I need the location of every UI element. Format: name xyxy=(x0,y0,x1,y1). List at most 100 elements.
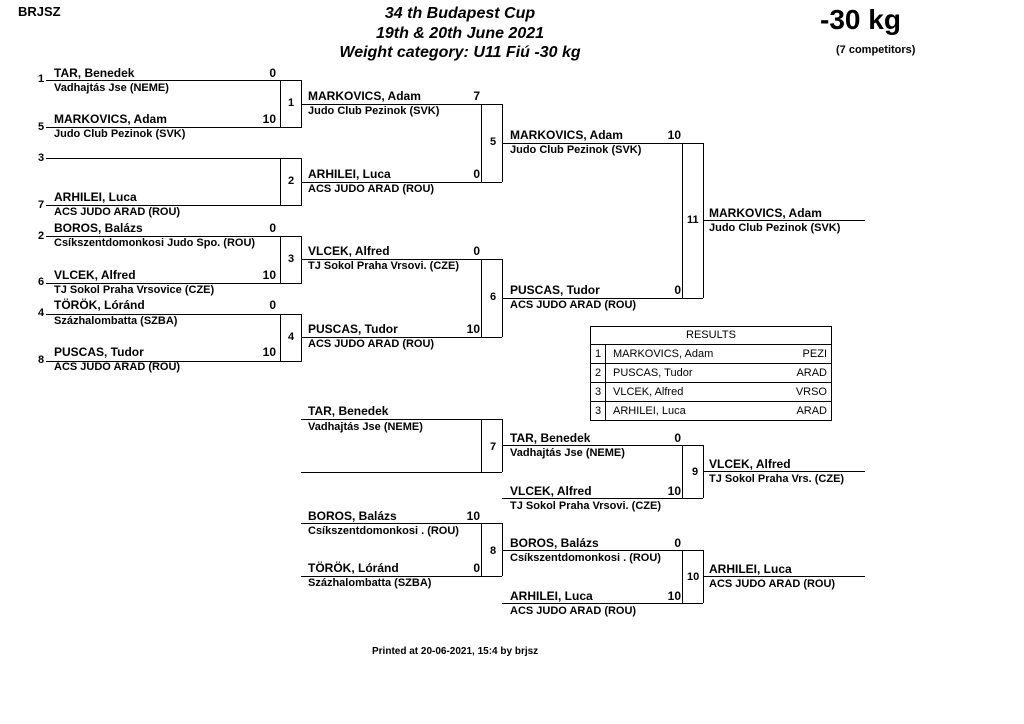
repechage-r2-club: Vadhajtás Jse (NEME) xyxy=(510,447,625,459)
result-club: VRSO xyxy=(795,386,827,398)
results-row: 3 ARHILEI, Luca ARAD xyxy=(591,402,831,420)
draw-seed: 4 xyxy=(38,307,45,319)
repechage-score: 10 xyxy=(466,509,480,523)
repechage-r2-score: 10 xyxy=(667,589,681,603)
draw-name: TAR, Benedek xyxy=(54,66,135,80)
repechage-name: TAR, Benedek xyxy=(308,404,389,418)
round2-club: TJ Sokol Praha Vrsovi. (CZE) xyxy=(308,260,459,272)
round3-name: PUSCAS, Tudor xyxy=(510,283,600,297)
result-name: VLCEK, Alfred xyxy=(613,386,684,398)
round2-score: 7 xyxy=(473,89,480,103)
match-number: 3 xyxy=(288,253,295,265)
results-row: 3 VLCEK, Alfred VRSO xyxy=(591,383,831,402)
draw-score: 10 xyxy=(262,345,276,359)
results-title: RESULTS xyxy=(591,327,831,345)
bracket-line xyxy=(481,104,482,182)
repechage-name: BOROS, Balázs xyxy=(308,509,397,523)
draw-name: PUSCAS, Tudor xyxy=(54,345,144,359)
draw-club: ACS JUDO ARAD (ROU) xyxy=(54,206,181,218)
match-number: 4 xyxy=(288,331,295,343)
bracket-line xyxy=(46,236,302,237)
bracket-line xyxy=(46,205,302,206)
draw-name: MARKOVICS, Adam xyxy=(54,112,167,126)
bracket-line xyxy=(280,80,281,127)
repechage-r2-score: 0 xyxy=(674,431,681,445)
draw-score: 0 xyxy=(269,298,276,312)
results-table: RESULTS 1 MARKOVICS, Adam PEZI 2 PUSCAS,… xyxy=(590,326,832,421)
round2-club: ACS JUDO ARAD (ROU) xyxy=(308,183,435,195)
bracket-line xyxy=(502,523,503,576)
result-club: PEZI xyxy=(802,348,827,360)
draw-club: Judo Club Pezinok (SVK) xyxy=(54,128,186,140)
bracket-line xyxy=(280,236,281,283)
competitor-count: (7 competitors) xyxy=(836,44,916,56)
draw-seed: 8 xyxy=(38,354,45,366)
bronze-name: VLCEK, Alfred xyxy=(709,457,791,471)
result-name: ARHILEI, Luca xyxy=(613,405,686,417)
bracket-line xyxy=(301,472,502,473)
draw-club: ACS JUDO ARAD (ROU) xyxy=(54,361,181,373)
bracket-line xyxy=(481,419,482,472)
bracket-line xyxy=(703,220,865,221)
printed-footer: Printed at 20-06-2021, 15:4 by brjsz xyxy=(372,646,539,657)
bracket-line xyxy=(280,158,281,205)
draw-name: TÖRÖK, Lóránd xyxy=(54,298,145,312)
result-club: ARAD xyxy=(796,367,827,379)
round2-score: 0 xyxy=(473,167,480,181)
draw-score: 0 xyxy=(269,221,276,235)
bracket-line xyxy=(682,550,683,603)
tournament-title: 34 th Budapest Cup xyxy=(384,5,536,22)
bracket-line xyxy=(46,283,302,284)
bracket-line xyxy=(703,576,865,577)
repechage-r2-name: BOROS, Balázs xyxy=(510,536,599,550)
round3-score: 0 xyxy=(674,283,681,297)
match-number: 7 xyxy=(490,441,497,453)
winner-name: MARKOVICS, Adam xyxy=(709,206,822,220)
round2-club: Judo Club Pezinok (SVK) xyxy=(308,105,440,117)
match-number: 2 xyxy=(288,175,295,187)
repechage-r2-name: TAR, Benedek xyxy=(510,431,591,445)
result-name: MARKOVICS, Adam xyxy=(613,348,714,360)
bracket-line xyxy=(502,603,703,604)
repechage-r2-club: TJ Sokol Praha Vrsovi. (CZE) xyxy=(510,500,661,512)
bracket-line xyxy=(682,445,683,498)
draw-club: Vadhajtás Jse (NEME) xyxy=(54,82,169,94)
draw-score: 10 xyxy=(262,112,276,126)
bracket-line xyxy=(46,127,302,128)
bracket-line xyxy=(301,419,502,420)
round3-club: ACS JUDO ARAD (ROU) xyxy=(510,299,637,311)
bracket-line xyxy=(301,104,502,105)
repechage-club: Százhalombatta (SZBA) xyxy=(308,577,432,589)
round3-name: MARKOVICS, Adam xyxy=(510,128,623,142)
match-number: 9 xyxy=(692,466,699,478)
results-row: 1 MARKOVICS, Adam PEZI xyxy=(591,345,831,364)
bracket-line xyxy=(502,498,703,499)
match-number: 1 xyxy=(288,97,295,109)
repechage-name: TÖRÖK, Lóránd xyxy=(308,561,399,575)
result-place: 1 xyxy=(591,345,606,363)
bracket-line xyxy=(502,143,703,144)
bracket-line xyxy=(682,143,683,298)
draw-name: ARHILEI, Luca xyxy=(54,190,137,204)
results-row: 2 PUSCAS, Tudor ARAD xyxy=(591,364,831,383)
draw-seed: 5 xyxy=(38,121,45,133)
repechage-r2-score: 0 xyxy=(674,536,681,550)
repechage-r2-score: 10 xyxy=(667,484,681,498)
match-number: 5 xyxy=(490,136,497,148)
repechage-club: Vadhajtás Jse (NEME) xyxy=(308,421,423,433)
bracket-line xyxy=(46,314,302,315)
repechage-r2-name: VLCEK, Alfred xyxy=(510,484,592,498)
match-number: 10 xyxy=(687,571,700,583)
draw-score: 10 xyxy=(262,268,276,282)
draw-club: TJ Sokol Praha Vrsovice (CZE) xyxy=(54,284,215,296)
bracket-line xyxy=(502,298,703,299)
round2-score: 10 xyxy=(466,322,480,336)
draw-seed: 2 xyxy=(38,230,45,242)
draw-name: VLCEK, Alfred xyxy=(54,268,136,282)
draw-seed: 7 xyxy=(38,199,45,211)
bracket-line xyxy=(280,314,281,361)
bracket-line xyxy=(46,80,302,81)
repechage-r2-club: ACS JUDO ARAD (ROU) xyxy=(510,605,637,617)
round2-name: PUSCAS, Tudor xyxy=(308,322,398,336)
round2-name: VLCEK, Alfred xyxy=(308,244,390,258)
